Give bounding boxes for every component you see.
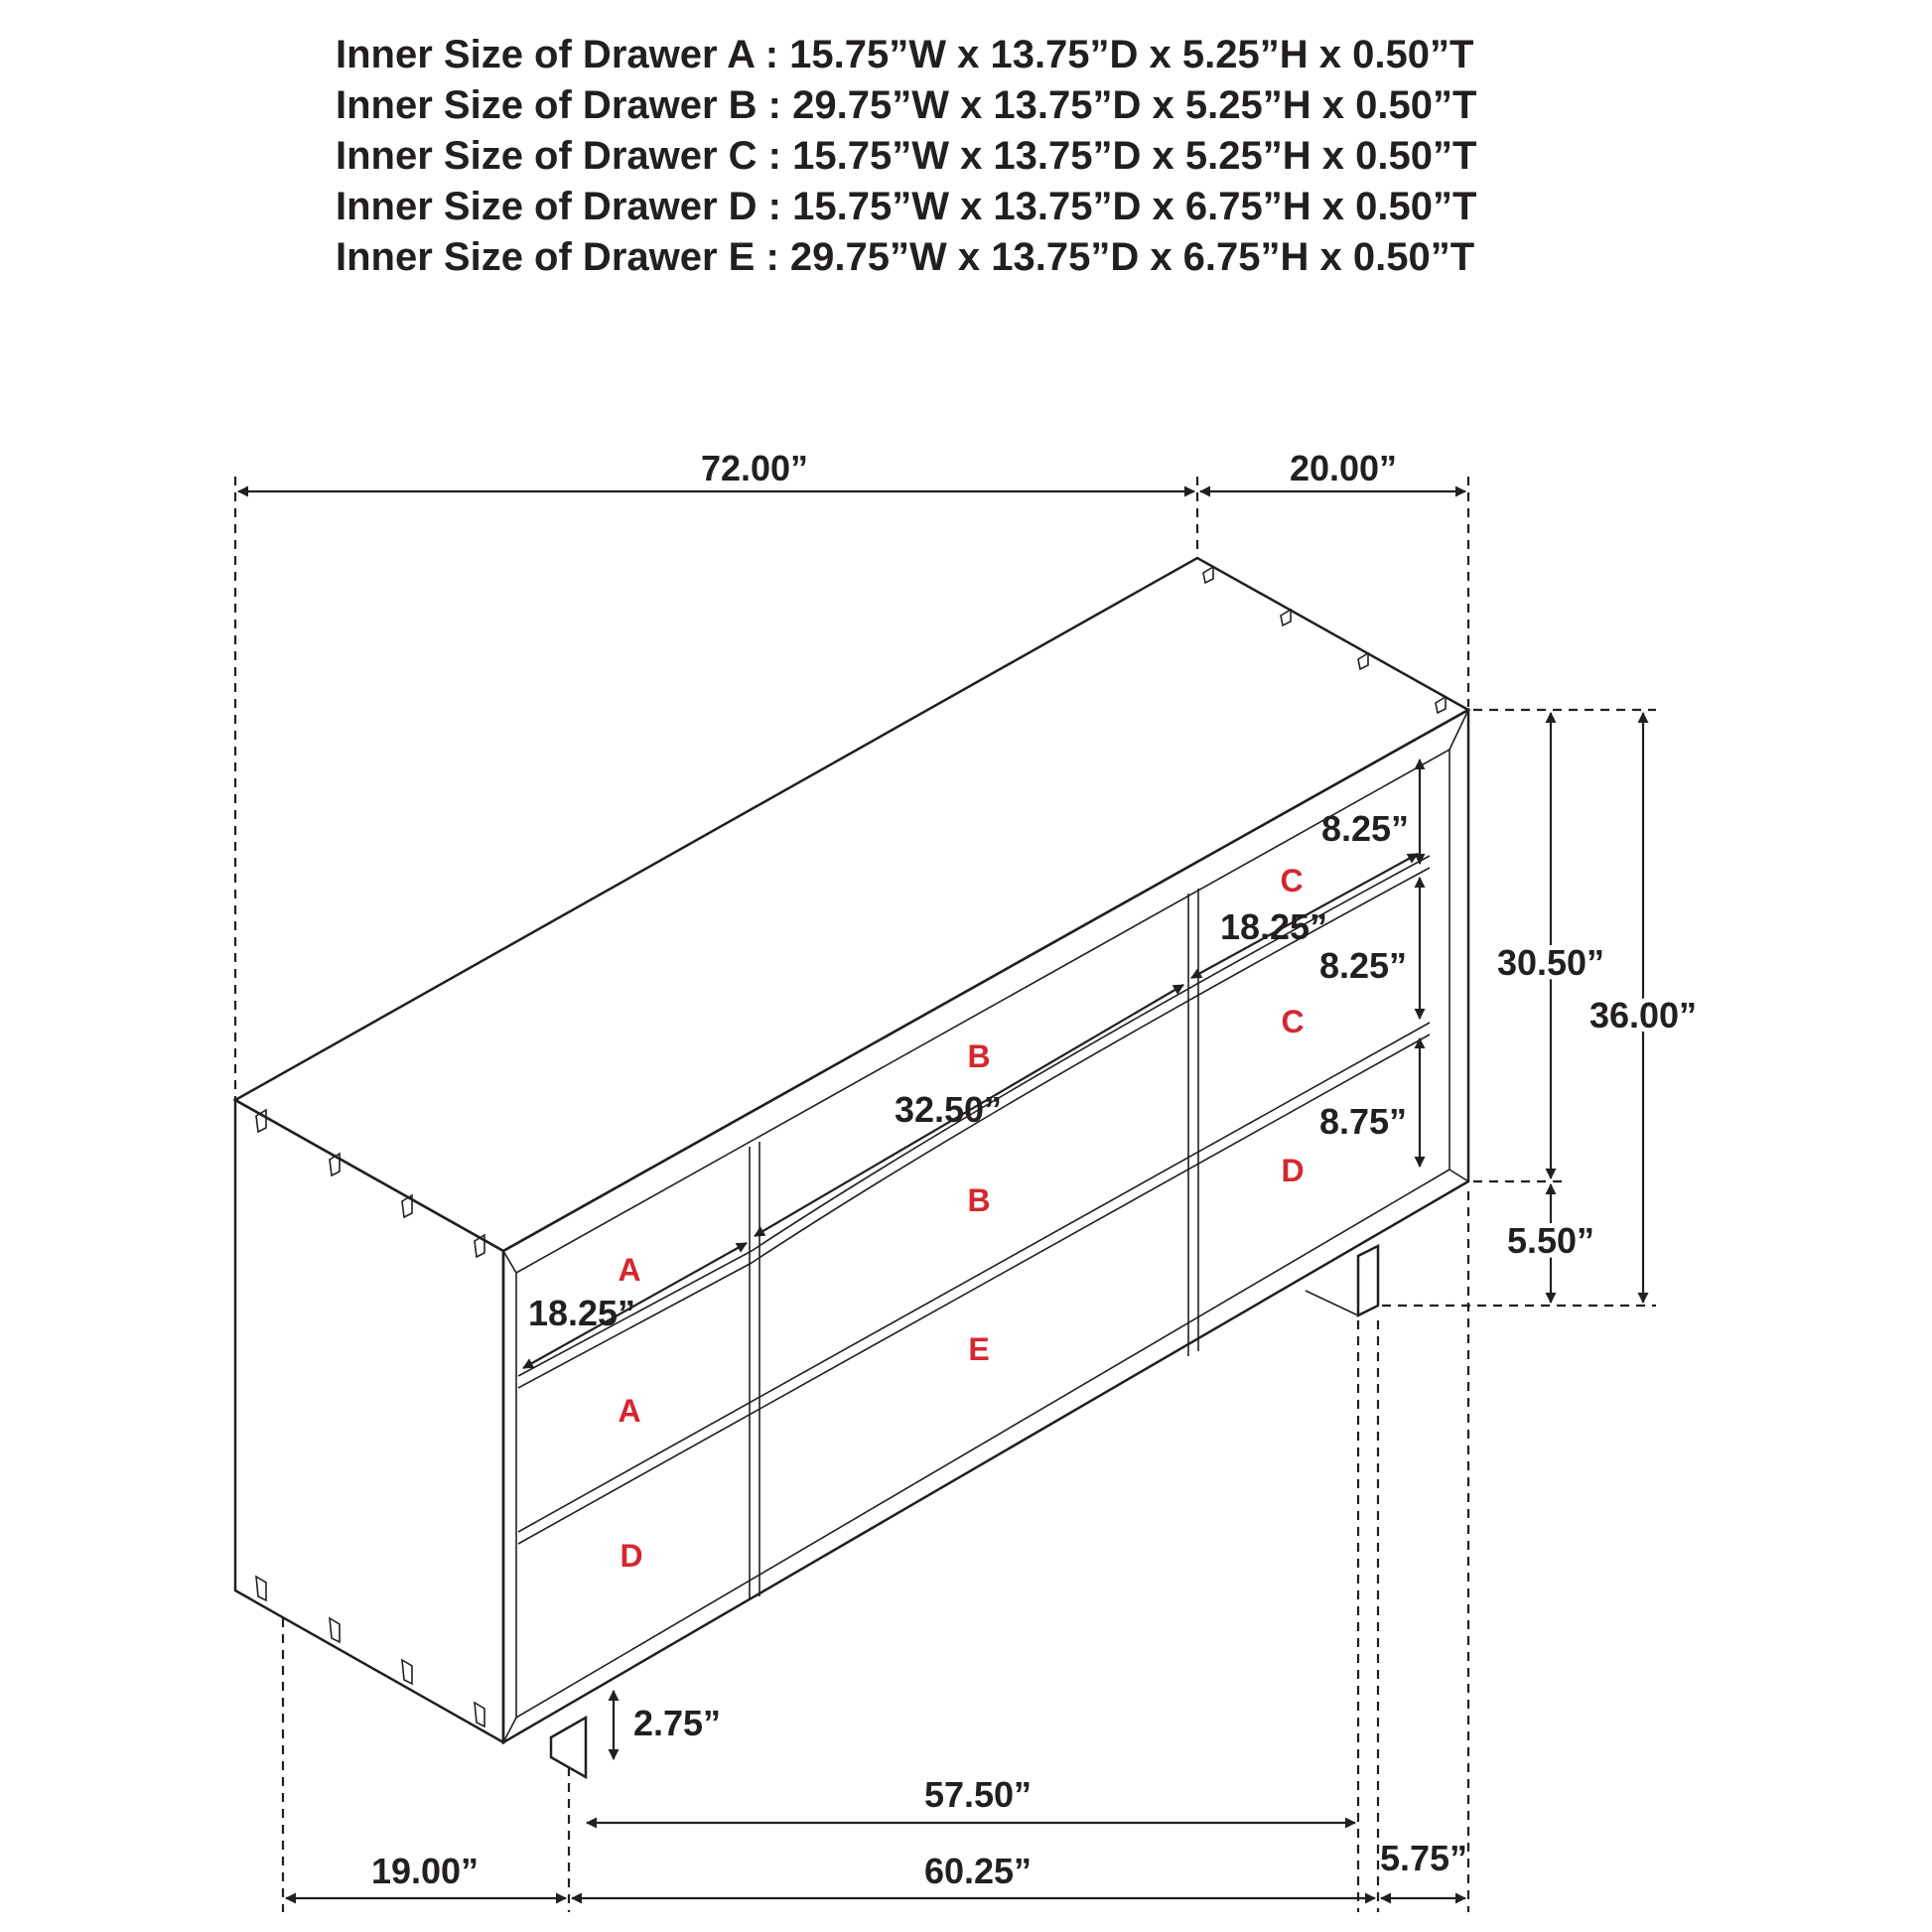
- dim-outer-leg-span: 60.25”: [924, 1851, 1032, 1891]
- drawer-letters: A A D B B E C C D: [618, 863, 1304, 1574]
- extension-lines: [233, 477, 1656, 1912]
- dim-bottom-row-height: 8.75”: [1319, 1101, 1407, 1142]
- dim-overall-width: 72.00”: [701, 448, 808, 488]
- drawer-label-e: E: [968, 1331, 989, 1367]
- drawer-label-b-mid: B: [967, 1182, 990, 1218]
- drawer-label-c-mid: C: [1281, 1004, 1304, 1039]
- dim-side-drawer-width-right: 18.25”: [1220, 906, 1327, 947]
- front-frame-inner: [515, 748, 1450, 1720]
- dim-plinth-height: 2.75”: [633, 1703, 721, 1743]
- drawer-label-d-right: D: [1281, 1153, 1304, 1188]
- dim-overall-depth: 20.00”: [1290, 448, 1397, 488]
- drawer-label-d-left: D: [620, 1538, 642, 1574]
- side-panel: [233, 1097, 505, 1745]
- dimension-arrows: [237, 485, 1649, 1904]
- drawer-gap-2: [517, 1022, 1431, 1533]
- spec-drawer-d: Inner Size of Drawer D : 15.75”W x 13.75…: [336, 185, 1477, 228]
- drawer-label-a-top: A: [618, 1252, 640, 1288]
- leg-back: [1356, 1243, 1380, 1318]
- drawer-label-a-mid: A: [618, 1393, 640, 1429]
- dim-case-height: 30.50”: [1497, 942, 1604, 983]
- dim-inner-leg-span: 57.50”: [924, 1774, 1032, 1815]
- dim-side-drawer-width-left: 18.25”: [528, 1293, 635, 1333]
- front-frame: [501, 707, 1470, 1745]
- dim-middle-row-height: 8.25”: [1319, 945, 1407, 986]
- dim-leg-clearance: 5.50”: [1507, 1220, 1594, 1261]
- bracket-icons: [255, 565, 1447, 1728]
- drawer-label-b-top: B: [967, 1038, 990, 1074]
- top-panel: [232, 556, 1471, 1253]
- drawer-specs: Inner Size of Drawer A : 15.75”W x 13.75…: [336, 30, 1626, 283]
- dim-top-row-height: 8.25”: [1321, 808, 1409, 849]
- dimension-labels: 72.00” 20.00” 30.50” 36.00” 5.50” 8.25” …: [371, 448, 1702, 1891]
- dim-leg-setback-side: 19.00”: [371, 1851, 479, 1891]
- dim-leg-setback-back: 5.75”: [1380, 1838, 1467, 1878]
- spec-drawer-a: Inner Size of Drawer A : 15.75”W x 13.75…: [336, 33, 1474, 76]
- dim-overall-height: 36.00”: [1589, 995, 1697, 1035]
- leg-front: [549, 1715, 588, 1780]
- spec-drawer-b: Inner Size of Drawer B : 29.75”W x 13.75…: [336, 83, 1477, 127]
- dim-center-drawer-width: 32.50”: [895, 1089, 1002, 1130]
- drawer-label-c-top: C: [1280, 863, 1303, 898]
- spec-drawer-e: Inner Size of Drawer E : 29.75”W x 13.75…: [336, 235, 1475, 279]
- spec-drawer-c: Inner Size of Drawer C : 15.75”W x 13.75…: [336, 134, 1477, 178]
